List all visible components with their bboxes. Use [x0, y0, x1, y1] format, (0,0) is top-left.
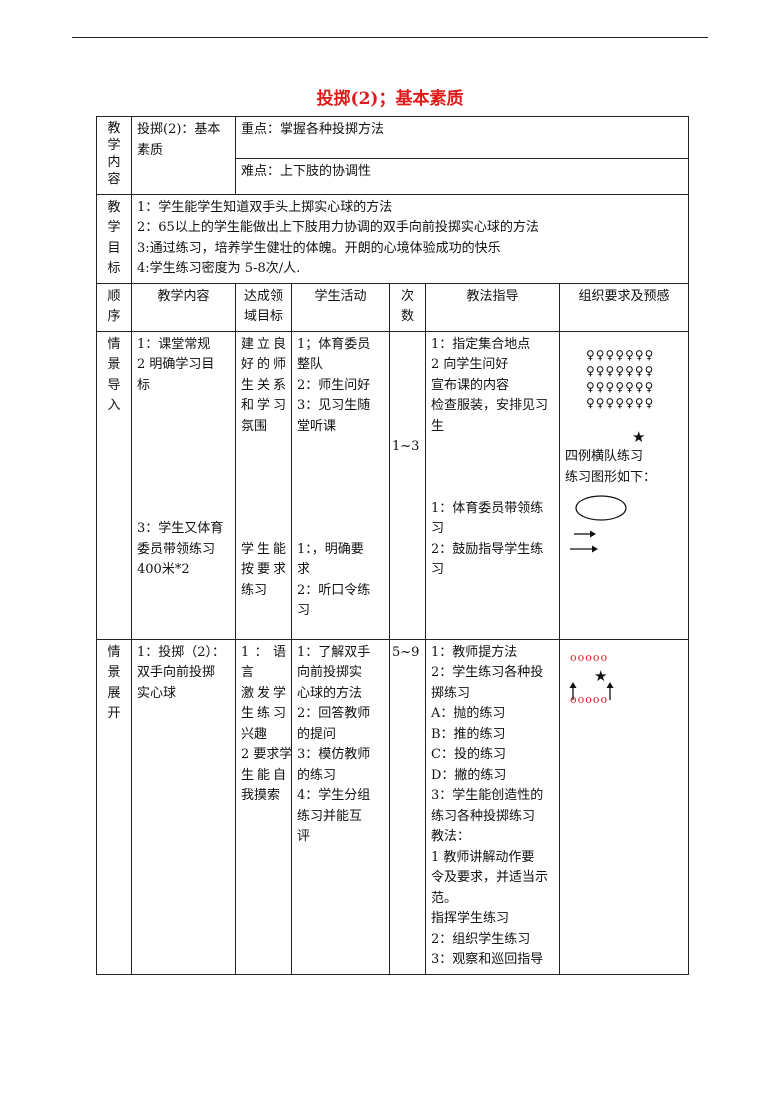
difficulty-cell: 难点：上下肢的协调性	[234, 158, 690, 195]
intro-times: 1~3	[392, 439, 420, 454]
goals-label: 教学目标	[107, 199, 121, 277]
develop-formation-diagram: ooooo ★ ooooo	[561, 640, 688, 940]
header-organization: 组织要求及预感	[558, 282, 690, 332]
develop-stage: 情景展开	[107, 644, 121, 722]
intro-stage-cell: 情景导入	[96, 330, 132, 640]
arrow-up-icon	[606, 681, 614, 700]
content-topic: 投掷(2)：基本素质	[137, 122, 221, 158]
goals-cell: 1：学生能学生知道双手头上掷实心球的方法 2：65以上的学生能做出上下肢用力协调…	[130, 193, 690, 284]
arrow-right-icon	[570, 545, 598, 552]
students-top-row: ooooo	[570, 650, 609, 664]
content-label-cell: 教学内容	[96, 116, 132, 195]
header-rule	[72, 37, 708, 38]
develop-student-cell: 1：了解双手 向前投掷实 心球的方法 2：回答教师 的提问 3：模仿教师 的练习…	[291, 638, 390, 975]
goal-item: 3:通过练习，培养学生健壮的体魄。开朗的心境体验成功的快乐	[137, 240, 501, 256]
intro-formation-diagram: ♀♀♀♀♀♀♀ ♀♀♀♀♀♀♀ ♀♀♀♀♀♀♀ ♀♀♀♀♀♀♀ ★ 四例横队练习…	[561, 332, 688, 630]
header-order: 顺序	[96, 282, 132, 332]
teacher-star-icon: ★	[594, 666, 608, 685]
develop-times: 5~9	[392, 644, 420, 660]
key-point-cell: 重点：掌握各种投掷方法	[234, 115, 690, 160]
intro-org-cell: ♀♀♀♀♀♀♀ ♀♀♀♀♀♀♀ ♀♀♀♀♀♀♀ ♀♀♀♀♀♀♀ ★ 四例横队练习…	[558, 330, 690, 640]
goals-label-cell: 教学目标	[96, 193, 132, 284]
key-point: 重点：掌握各种投掷方法	[241, 122, 385, 137]
lesson-plan-table: 教学内容 投掷(2)：基本素质 重点：掌握各种投掷方法 难点：上下肢的协调性 教…	[96, 115, 690, 975]
formation-caption: 练习图形如下：	[565, 469, 657, 485]
teacher-star-icon: ★	[632, 427, 646, 446]
develop-stage-cell: 情景展开	[96, 638, 132, 975]
content-label: 教学内容	[107, 121, 121, 187]
goal-item: 4:学生练习密度为 5-8次/人.	[137, 261, 301, 276]
students-bottom-row: ooooo	[570, 692, 609, 706]
develop-org-cell: ooooo ★ ooooo	[558, 638, 690, 975]
develop-method-cell: 1：教师提方法 2：学生练习各种投 掷练习 A：抛的练习 B：推的练习 C：投的…	[425, 638, 560, 975]
formation-row: ♀♀♀♀♀♀♀	[586, 379, 655, 394]
intro-content-cell: 1：课堂常规 2 明确学习目 标 3：学生又体育 委员带领练习 400米*2	[131, 330, 236, 640]
header-times: 次数	[389, 282, 426, 332]
content-topic-cell: 投掷(2)：基本素质	[131, 116, 236, 195]
develop-content-cell: 1：投掷（2）： 双手向前投掷 实心球	[131, 638, 236, 975]
throw-arrows	[569, 681, 614, 700]
goal-item: 1：学生能学生知道双手头上掷实心球的方法	[137, 199, 393, 215]
arrow-up-icon	[569, 681, 577, 700]
formation-row: ♀♀♀♀♀♀♀	[586, 347, 655, 362]
intro-student-cell: 1；体育委员 整队 2：师生问好 3：见习生随 堂听课 1：，明确要 求 2：听…	[291, 330, 390, 640]
intro-stage: 情景导入	[107, 336, 121, 414]
intro-times-cell: 1~3	[389, 330, 426, 640]
header-student: 学生活动	[291, 282, 390, 332]
header-target: 达成领域目标	[235, 282, 292, 332]
formation-row: ♀♀♀♀♀♀♀	[586, 395, 655, 410]
goal-item: 2：65以上的学生能做出上下肢用力协调的双手向前投掷实心球的方法	[137, 220, 539, 235]
difficulty: 难点：上下肢的协调性	[241, 164, 372, 180]
formation-row: ♀♀♀♀♀♀♀	[586, 363, 655, 378]
formation-caption: 四例横队练习	[565, 448, 644, 464]
header-method: 教法指导	[425, 282, 560, 332]
page-title: 投掷(2)；基本素质	[316, 89, 464, 109]
arrow-right-icon	[574, 530, 596, 537]
intro-target-cell: 建立良 好的师 生关系 和学习 氛围 学生能 按要求 练习	[235, 330, 292, 640]
track-oval	[575, 494, 627, 521]
develop-times-cell: 5~9	[389, 638, 426, 975]
header-content: 教学内容	[131, 282, 236, 332]
develop-target-cell: 1：语言 激发学 生练习 兴趣 2 要求学 生能自 我摸索	[235, 638, 292, 975]
track-diagram	[570, 494, 627, 552]
intro-method-cell: 1：指定集合地点 2 向学生问好 宣布课的内容 检查服装，安排见习 生 1：体育…	[425, 330, 560, 640]
